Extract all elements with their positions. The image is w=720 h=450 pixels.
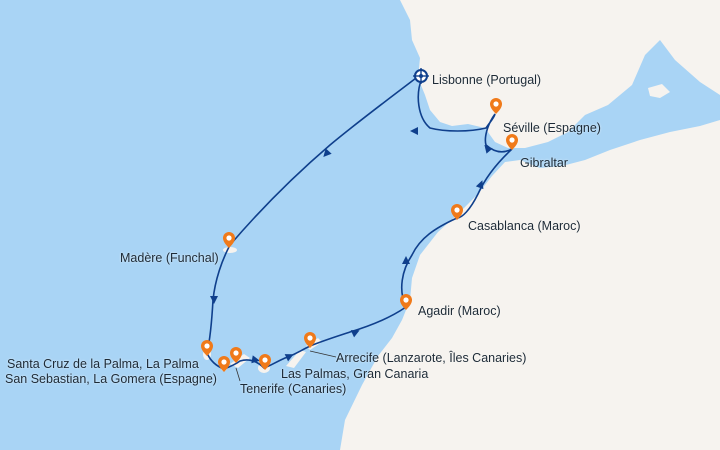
direction-arrow: [323, 148, 332, 157]
port-label-gibraltar[interactable]: Gibraltar: [520, 156, 568, 170]
port-label-agadir[interactable]: Agadir (Maroc): [418, 304, 501, 318]
ship-wheel-icon[interactable]: [413, 68, 429, 84]
map-pin-icon[interactable]: [259, 354, 271, 370]
direction-arrow: [350, 330, 360, 338]
direction-arrow: [284, 354, 294, 362]
port-label-casablanca[interactable]: Casablanca (Maroc): [468, 219, 581, 233]
port-label-tenerife[interactable]: Tenerife (Canaries): [240, 382, 347, 396]
map-pin-icon[interactable]: [506, 134, 518, 150]
port-label-madeira[interactable]: Madère (Funchal): [120, 251, 219, 265]
direction-arrow: [210, 296, 218, 304]
direction-arrow: [410, 127, 418, 135]
map-pin-icon[interactable]: [201, 340, 213, 356]
port-label-la-palma[interactable]: Santa Cruz de la Palma, La Palma: [7, 357, 199, 371]
home-port-label[interactable]: Lisbonne (Portugal): [432, 73, 542, 87]
land-balearic: [648, 84, 670, 98]
direction-arrow: [251, 355, 260, 364]
land-madeira: [223, 247, 237, 253]
port-markers: [201, 68, 518, 372]
port-label-las-palmas[interactable]: Las Palmas, Gran Canaria: [281, 367, 429, 381]
map-pin-icon[interactable]: [218, 356, 230, 372]
map-pin-icon[interactable]: [223, 232, 235, 248]
direction-arrow: [484, 144, 493, 154]
land-iberia: [400, 0, 720, 148]
map-pin-icon[interactable]: [490, 98, 502, 114]
direction-arrow: [475, 180, 484, 190]
port-label-la-gomera[interactable]: San Sebastian, La Gomera (Espagne): [5, 372, 217, 386]
map-pin-icon[interactable]: [230, 347, 242, 363]
direction-arrow: [402, 256, 410, 264]
route-direction-arrows: [210, 127, 493, 364]
land-africa: [340, 120, 720, 450]
land-fuerteventura: [286, 350, 306, 368]
cruise-route-line: [206, 74, 513, 370]
map-pin-icon[interactable]: [451, 204, 463, 220]
port-label-seville[interactable]: Séville (Espagne): [503, 121, 601, 135]
map-pin-icon[interactable]: [400, 294, 412, 310]
port-label-arrecife[interactable]: Arrecife (Lanzarote, Îles Canaries): [336, 351, 527, 365]
map-pin-icon[interactable]: [304, 332, 316, 348]
